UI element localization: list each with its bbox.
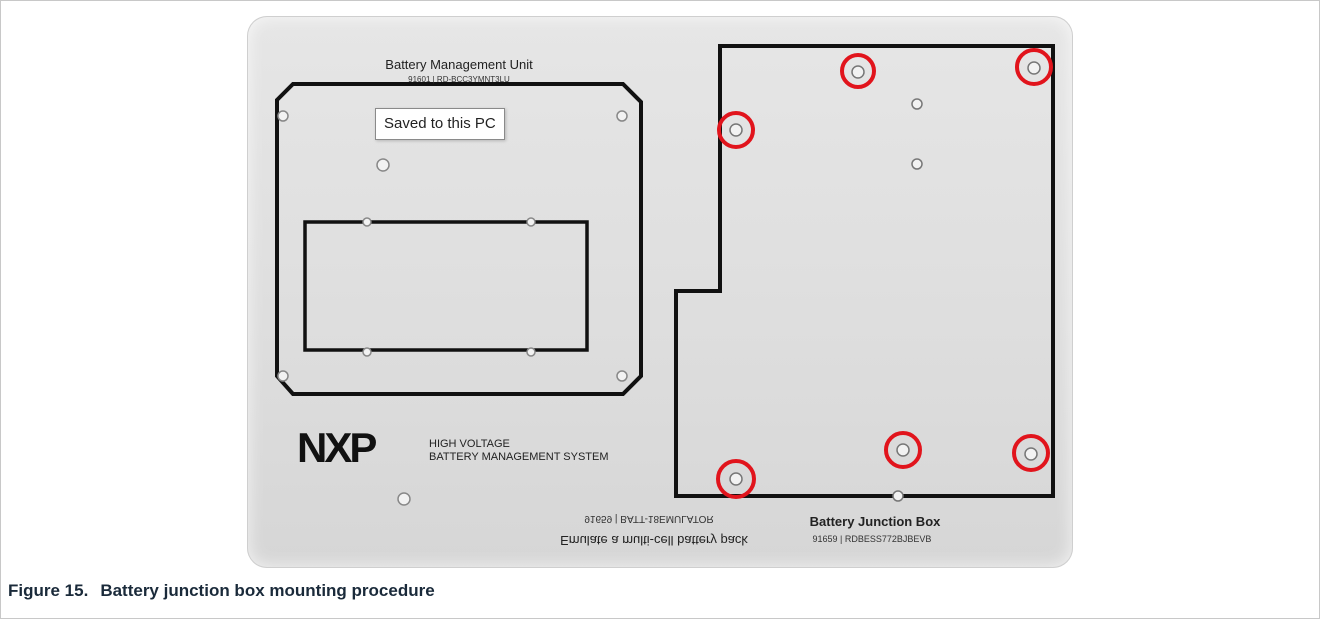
- emulator-part-mirrored: 91659 | BATT-18EMULATOR: [584, 513, 713, 524]
- bmu-outline: [275, 82, 643, 396]
- highlight-hole-6: [716, 459, 756, 499]
- bjb-outline: [674, 44, 1055, 498]
- mounting-plate-drawing: Battery Management Unit 91601 | RD-BCC3Y…: [275, 44, 1055, 548]
- bjb-title: Battery Junction Box: [810, 514, 942, 529]
- highlight-hole-5: [1012, 434, 1050, 472]
- caption-number: Figure 15.: [8, 581, 89, 600]
- emulator-mirrored-text: 91659 | BATT-18EMULATOR: [584, 513, 713, 524]
- highlight-hole-4: [884, 431, 922, 469]
- logo-line-2: BATTERY MANAGEMENT SYSTEM: [429, 451, 609, 463]
- caption-title: Battery junction box mounting procedure: [100, 581, 435, 600]
- emulator-desc-mirrored: Emulate a multi-cell battery pack: [560, 533, 748, 548]
- highlight-circles: [716, 48, 1053, 499]
- bjb-part: 91659 | RDBESS772BJBEVB: [813, 534, 932, 544]
- bjb-holes: [729, 61, 1041, 502]
- bmu-part-partial: 91601 | RD-BCC3YMNT3LU: [408, 75, 510, 84]
- nxp-logo: NXP: [297, 424, 376, 471]
- figure-caption: Figure 15. Battery junction box mounting …: [8, 581, 447, 601]
- highlight-hole-2: [1015, 48, 1053, 86]
- bmu-holes: [277, 110, 628, 506]
- bmu-title: Battery Management Unit: [385, 57, 533, 72]
- highlight-hole-3: [717, 111, 755, 149]
- saved-tooltip: Saved to this PC: [375, 108, 505, 140]
- logo-line-1: HIGH VOLTAGE: [429, 438, 510, 450]
- emulator-desc-mirrored-group: Emulate a multi-cell battery pack: [560, 533, 748, 548]
- bmu-inner-rect: [303, 220, 589, 352]
- mounting-plate-photo: Battery Management Unit 91601 | RD-BCC3Y…: [247, 16, 1073, 568]
- highlight-hole-1: [840, 53, 876, 89]
